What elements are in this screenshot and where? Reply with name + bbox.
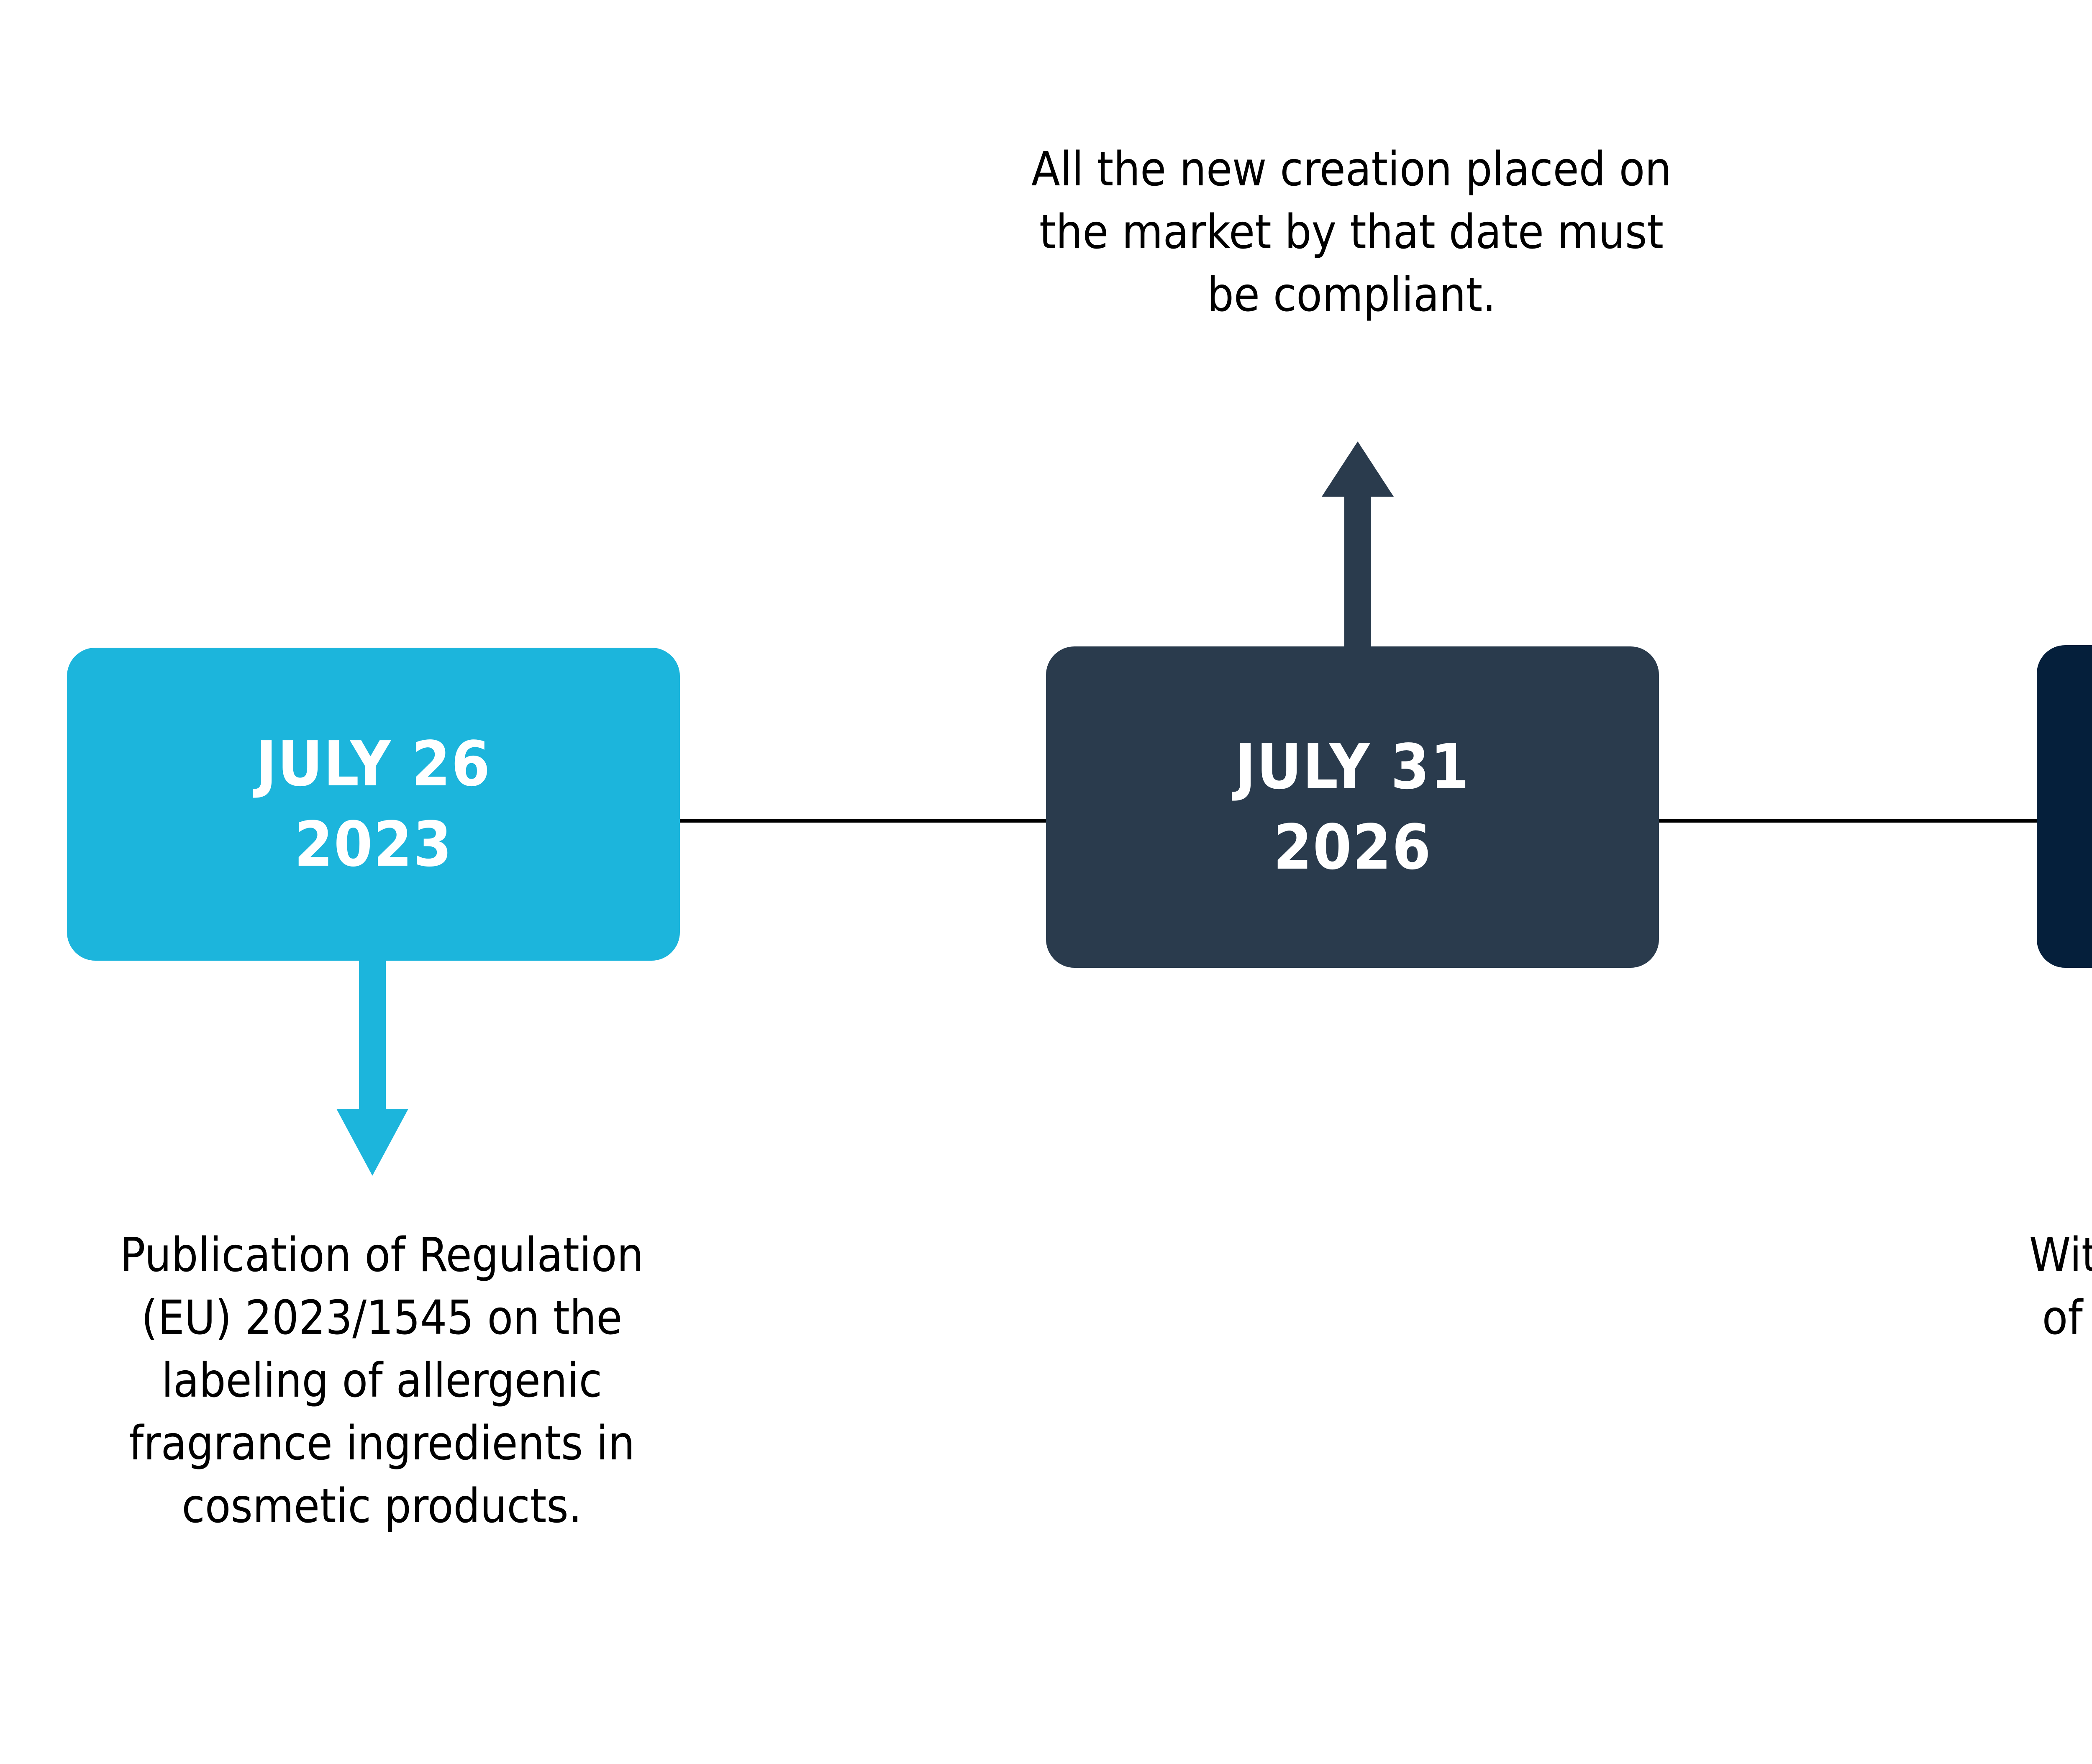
milestone-3-caption: Withdrawal from the market of non-compli… (2029, 1228, 2092, 1346)
milestone-2-date-box[interactable]: JULY 31 2026 (1046, 646, 1659, 968)
arrow-down-icon (333, 933, 412, 1176)
milestone-1-date-line-1: JULY 26 (256, 728, 491, 800)
arrow-up-icon (1318, 441, 1397, 655)
timeline-connector-1 (653, 819, 1075, 823)
milestone-2-date-line-1: JULY 31 (1235, 731, 1470, 803)
milestone-1-date-line-2: 2023 (294, 808, 453, 880)
milestone-1-date-box[interactable]: JULY 26 2023 (67, 648, 680, 961)
milestone-2-date-line-2: 2026 (1273, 811, 1432, 883)
milestone-2-caption: All the new creation placed on the marke… (1031, 142, 1672, 323)
milestone-1-caption: Publication of Regulation (EU) 2023/1545… (120, 1228, 644, 1534)
milestone-3-date-box[interactable]: JULY 31 2028 (2037, 645, 2092, 968)
